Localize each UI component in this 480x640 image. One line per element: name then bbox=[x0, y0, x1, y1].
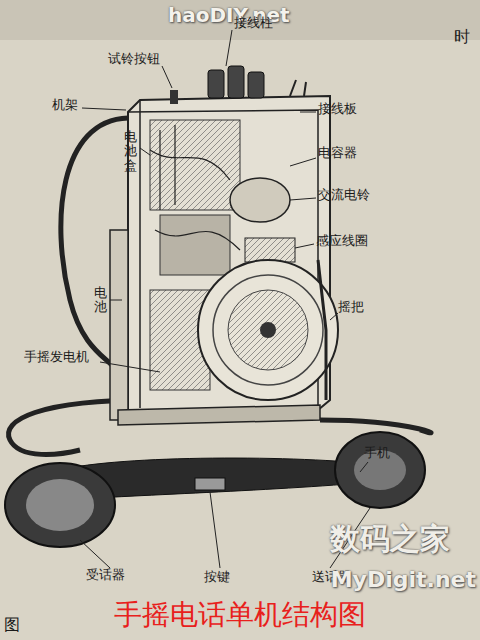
part-label: 手摇发电机 bbox=[24, 350, 89, 364]
part-label: 摇把 bbox=[338, 300, 364, 314]
part-label: 手机 bbox=[364, 446, 390, 460]
part-label: 电池 bbox=[94, 286, 107, 315]
page-fragment: 图 bbox=[4, 616, 20, 634]
part-label: 受话器 bbox=[86, 568, 125, 582]
part-label: 接线柱 bbox=[234, 16, 273, 30]
part-label: 按键 bbox=[204, 570, 230, 584]
watermark: 数码之家 bbox=[330, 522, 450, 555]
part-label: 机架 bbox=[52, 98, 78, 112]
part-label: 电池盒 bbox=[124, 130, 137, 173]
part-label: 试铃按钮 bbox=[108, 52, 160, 66]
part-label: 接线板 bbox=[318, 102, 357, 116]
part-label: 交流电铃 bbox=[318, 188, 370, 202]
watermark: MyDigit.net bbox=[331, 568, 476, 592]
part-label: 感应线圈 bbox=[316, 234, 368, 248]
caption: 手摇电话单机结构图 bbox=[114, 596, 366, 634]
page-fragment: 时 bbox=[454, 28, 470, 46]
part-label: 电容器 bbox=[318, 146, 357, 160]
